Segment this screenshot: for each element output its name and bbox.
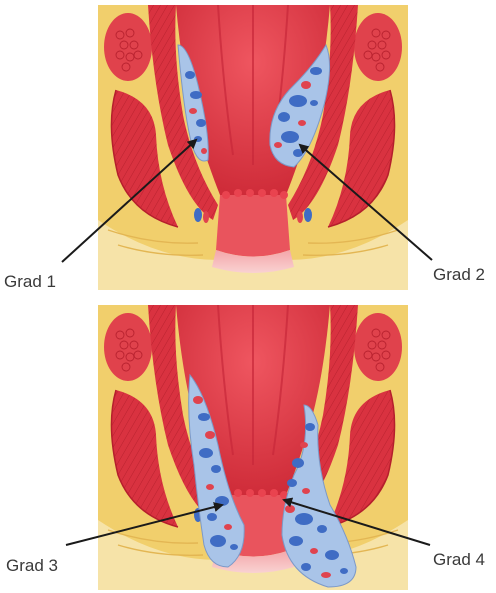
- grade4-label: Grad 4: [433, 550, 485, 570]
- grade1-label: Grad 1: [4, 272, 56, 292]
- bottom-anatomy-panel: [98, 305, 408, 590]
- grade2-label: Grad 2: [433, 265, 485, 285]
- grade3-label: Grad 3: [6, 556, 58, 576]
- top-anatomy-panel: [98, 5, 408, 290]
